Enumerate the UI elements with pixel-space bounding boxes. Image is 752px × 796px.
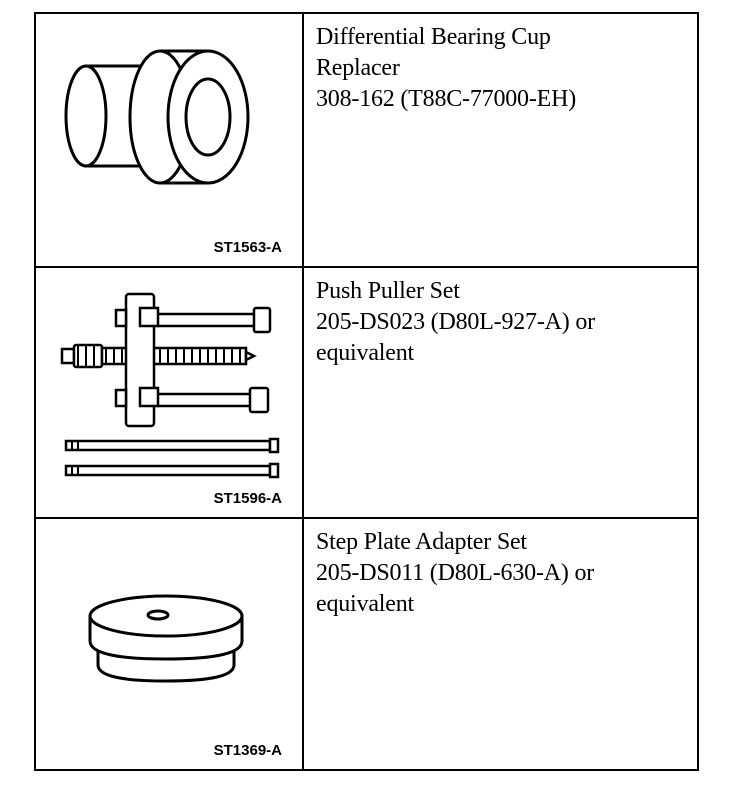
figure-code: ST1563-A xyxy=(213,239,282,256)
tool-table: ST1563-A Differential Bearing Cup Replac… xyxy=(34,12,699,771)
tool-image-cell-3: ST1369-A xyxy=(36,519,304,769)
tool-description: Push Puller Set 205-DS023 (D80L-927-A) o… xyxy=(316,278,595,366)
tool-description-cell-3: Step Plate Adapter Set 205-DS011 (D80L-6… xyxy=(304,519,697,769)
tool-description-cell-1: Differential Bearing Cup Replacer 308-16… xyxy=(304,14,697,268)
step-plate-adapter-icon xyxy=(88,594,244,683)
tool-description-cell-2: Push Puller Set 205-DS023 (D80L-927-A) o… xyxy=(304,268,697,519)
figure-code: ST1369-A xyxy=(213,742,282,759)
tool-description: Differential Bearing Cup Replacer 308-16… xyxy=(316,24,577,112)
tool-image-cell-1: ST1563-A xyxy=(36,14,304,268)
push-puller-set-icon xyxy=(60,292,280,479)
tool-image-cell-2: ST1596-A xyxy=(36,268,304,519)
figure-code: ST1596-A xyxy=(213,490,282,507)
bearing-cup-replacer-icon xyxy=(64,49,250,185)
tool-description: Step Plate Adapter Set 205-DS011 (D80L-6… xyxy=(316,529,595,617)
